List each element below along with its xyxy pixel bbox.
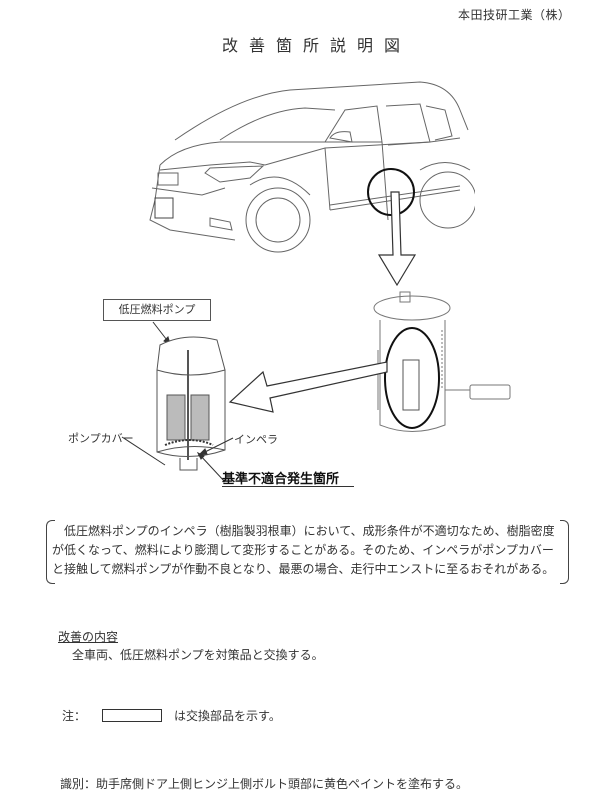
down-arrow-icon (377, 191, 417, 287)
low-pressure-fuel-pump-label: 低圧燃料ポンプ (103, 299, 211, 321)
note-prefix: 注： (62, 709, 87, 723)
pump-cover-callout: ポンプカバー (68, 432, 134, 445)
pump-cover-leader-line (121, 436, 166, 466)
identification-text: 識別：助手席側ドア上側ヒンジ上側ボルト頭部に黄色ペイントを塗布する。 (60, 777, 469, 791)
defect-leader-line (196, 451, 226, 483)
company-name: 本田技研工業（株） (458, 8, 571, 22)
defect-location-callout: 基準不適合発生箇所 (222, 472, 340, 487)
defect-underline (222, 486, 354, 487)
fuel-pump-cutaway-illustration (156, 336, 226, 471)
defect-description: 低圧燃料ポンプのインペラ（樹脂製羽根車）において、成形条件が不適切なため、樹脂密… (52, 522, 564, 582)
right-bracket (560, 520, 569, 584)
left-arrow-icon (228, 361, 388, 413)
replacement-note: 注： は交換部品を示す。 (62, 707, 281, 724)
page-title: 改善箇所説明図 (222, 36, 412, 55)
fuel-pump-module-illustration (373, 291, 511, 432)
left-bracket (46, 520, 55, 584)
note-suffix: は交換部品を示す。 (174, 709, 281, 723)
replacement-part-legend-box (102, 709, 163, 722)
improvement-body: 全車両、低圧燃料ポンプを対策品と交換する。 (72, 648, 324, 662)
impeller-leader-line (197, 437, 234, 456)
improvement-heading: 改善の内容 (58, 630, 119, 644)
impeller-callout: インペラ (234, 433, 278, 446)
description-text: 低圧燃料ポンプのインペラ（樹脂製羽根車）において、成形条件が不適切なため、樹脂密… (52, 524, 555, 576)
vehicle-illustration (149, 81, 475, 253)
improvement-section: 改善の内容 全車両、低圧燃料ポンプを対策品と交換する。 (58, 628, 324, 663)
